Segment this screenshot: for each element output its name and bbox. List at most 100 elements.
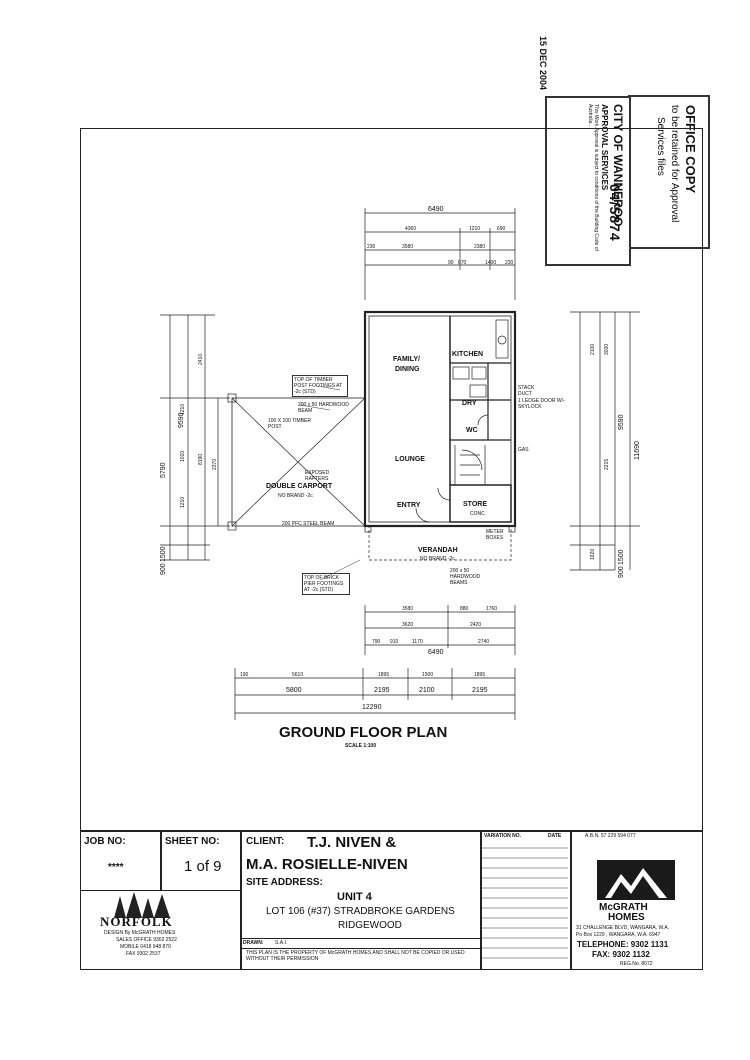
dim-right-e: 3030 [604,343,610,355]
room-family: FAMILY/ [393,356,420,363]
note-brick-pier: TOP OF BRICK PIER FOOTINGS AT -2c (STD) [302,573,350,595]
drawn-by: S.A.I. [275,940,288,946]
dim-right-b: 1500 [618,549,625,565]
plan-scale: SCALE 1:100 [345,743,377,749]
date-label: DATE [548,833,562,839]
dim-bottom-overall: 6490 [428,649,444,656]
builder-name-1: McGRATH [599,902,648,913]
sheet-no-value: 1 of 9 [184,858,222,875]
job-no-value: **** [108,862,124,873]
room-store: STORE [463,501,487,508]
dim-left-i: 1210 [180,496,186,508]
dim-bottom-s3: 2195 [472,687,488,694]
room-carport-sub: NO BRAND -2c [278,493,313,499]
dim-top-c: 230 [367,244,376,250]
note-exposed-rafters: EXPOSED RAFTERS [305,470,330,482]
dim-bottom-carport: 5800 [286,687,302,694]
room-dining: DINING [395,366,420,373]
builder-po: Po Box 1229 , WANGARA, W.A. 6947 [576,932,661,938]
disclaimer: THIS PLAN IS THE PROPERTY OF McGRATH HOM… [246,950,465,962]
note-top-timber: TOP OF TIMBER POST FOOTINGS AT -2c (STD) [292,375,348,397]
client-line2: M.A. ROSIELLE-NIVEN [246,856,408,873]
fax: FAX 9302 2537 [126,951,161,957]
dim-top-sub3: 690 [497,226,506,232]
dim-left-c: 8190 [198,453,204,465]
dim-bottom-i: 1760 [486,606,498,612]
dim-right-f: 2215 [604,458,610,470]
builder-address: 31 CHALLENGE BLVD, WANGARA, W.A. [576,925,670,931]
room-verandah-sub: NO BRAND -2c [420,556,455,562]
dim-top-a: 3580 [402,244,414,250]
note-meter: METER BOXES [486,529,504,541]
dim-right-g: 1620 [590,548,596,560]
dim-top-f: 1400 [485,260,497,266]
dim-left-e: 1500 [160,546,167,562]
dim-top-b: 2380 [474,244,486,250]
dim-left-f: 900 [160,563,167,575]
room-dry: DRY [462,400,477,407]
builder-name-2: HOMES [608,912,645,923]
dim-bottom-a: 3580 [402,606,414,612]
dim-bottom-c: 880 [460,606,469,612]
client-label: CLIENT: [246,836,285,847]
dim-top-sub2: 1210 [469,226,481,232]
variation-label: VARIATION NO. [484,833,522,839]
dim-right-c: 900 [618,566,625,578]
dim-top-sub1: 4360 [405,226,417,232]
dim-left-b: 2410 [198,353,204,365]
room-carport: DOUBLE CARPORT [266,483,333,490]
dim-left-overall: 5790 [160,462,167,478]
dim-left-g: 1210 [180,403,186,415]
mobile: MOBILE 0418 948 870 [120,944,171,950]
note-linen: 1 LEDGE DOOR W/- SKYLOCK [518,398,565,410]
dim-bottom-c4: 1500 [422,672,434,678]
site-lot: LOT 106 (#37) STRADBROKE GARDENS [266,906,455,917]
builder-telephone: TELEPHONE: 9302 1131 [577,940,669,949]
plan-title: GROUND FLOOR PLAN [279,724,448,741]
drawing-sheet [80,128,703,970]
dim-bottom-b: 3620 [402,622,414,628]
dim-bottom-c2: 5610 [292,672,304,678]
dim-right-d: 2100 [590,343,596,355]
site-unit: UNIT 4 [337,891,372,903]
title-block: JOB NO: **** SHEET NO: 1 of 9 CLIENT: T.… [80,830,703,970]
dim-bottom-s1: 2195 [374,687,390,694]
designer-sub: DESIGN By McGRATH HOMES [104,930,176,936]
designer-brand: NORFOLK [100,914,173,929]
room-entry: ENTRY [397,502,421,509]
dim-bottom-c3: 1895 [378,672,390,678]
dim-right-a: 9590 [618,414,625,430]
dim-bottom-h: 1170 [412,639,423,645]
sheet-no-label: SHEET NO: [165,836,220,847]
dim-top-overall: 6490 [428,206,444,213]
note-steel-beam: 200 PFC STEEL BEAM [282,521,335,527]
dim-left-d: 2370 [212,458,218,470]
site-address-label: SITE ADDRESS: [246,877,323,888]
builder-fax: FAX: 9302 1132 [592,950,650,959]
dim-bottom-d: 2420 [470,622,482,628]
norfolk-trees-logo [114,892,170,918]
dim-right-overall: 11690 [634,441,641,460]
builder-abn: A.B.N. 57 229 594 077 [585,833,636,839]
note-hardwood-beams: 200 x 50 HARDWOOD BEAMS [450,568,481,586]
client-line1: T.J. NIVEN & [307,834,397,851]
dim-left-h: 1010 [180,450,186,462]
builder-reg: REG.No. 8072 [620,961,653,967]
drawn-label: DRAWN: [243,940,264,946]
dim-bottom-s2: 2100 [419,687,435,694]
dim-top-g: 230 [505,260,514,266]
floor-plan-drawing [160,208,640,720]
room-kitchen: KITCHEN [452,351,484,358]
dim-bottom-e: 2740 [478,639,490,645]
dim-bottom-total: 12290 [362,704,382,711]
note-stack-duct: STACK DUCT [518,385,535,397]
room-wc: WC [466,427,478,434]
approval-stamp: CITY OF WANNEROO APPROVAL SERVICES This … [545,96,631,266]
sales-office: SALES OFFICE 9302 2522 [116,937,177,943]
job-no-label: JOB NO: [84,836,126,847]
dim-bottom-g: 910 [390,639,399,645]
dim-top-e: 670 [458,260,467,266]
dim-top-d: 90 [448,260,454,266]
room-store-sub: CONC [470,511,485,517]
room-verandah: VERANDAH [418,547,458,554]
